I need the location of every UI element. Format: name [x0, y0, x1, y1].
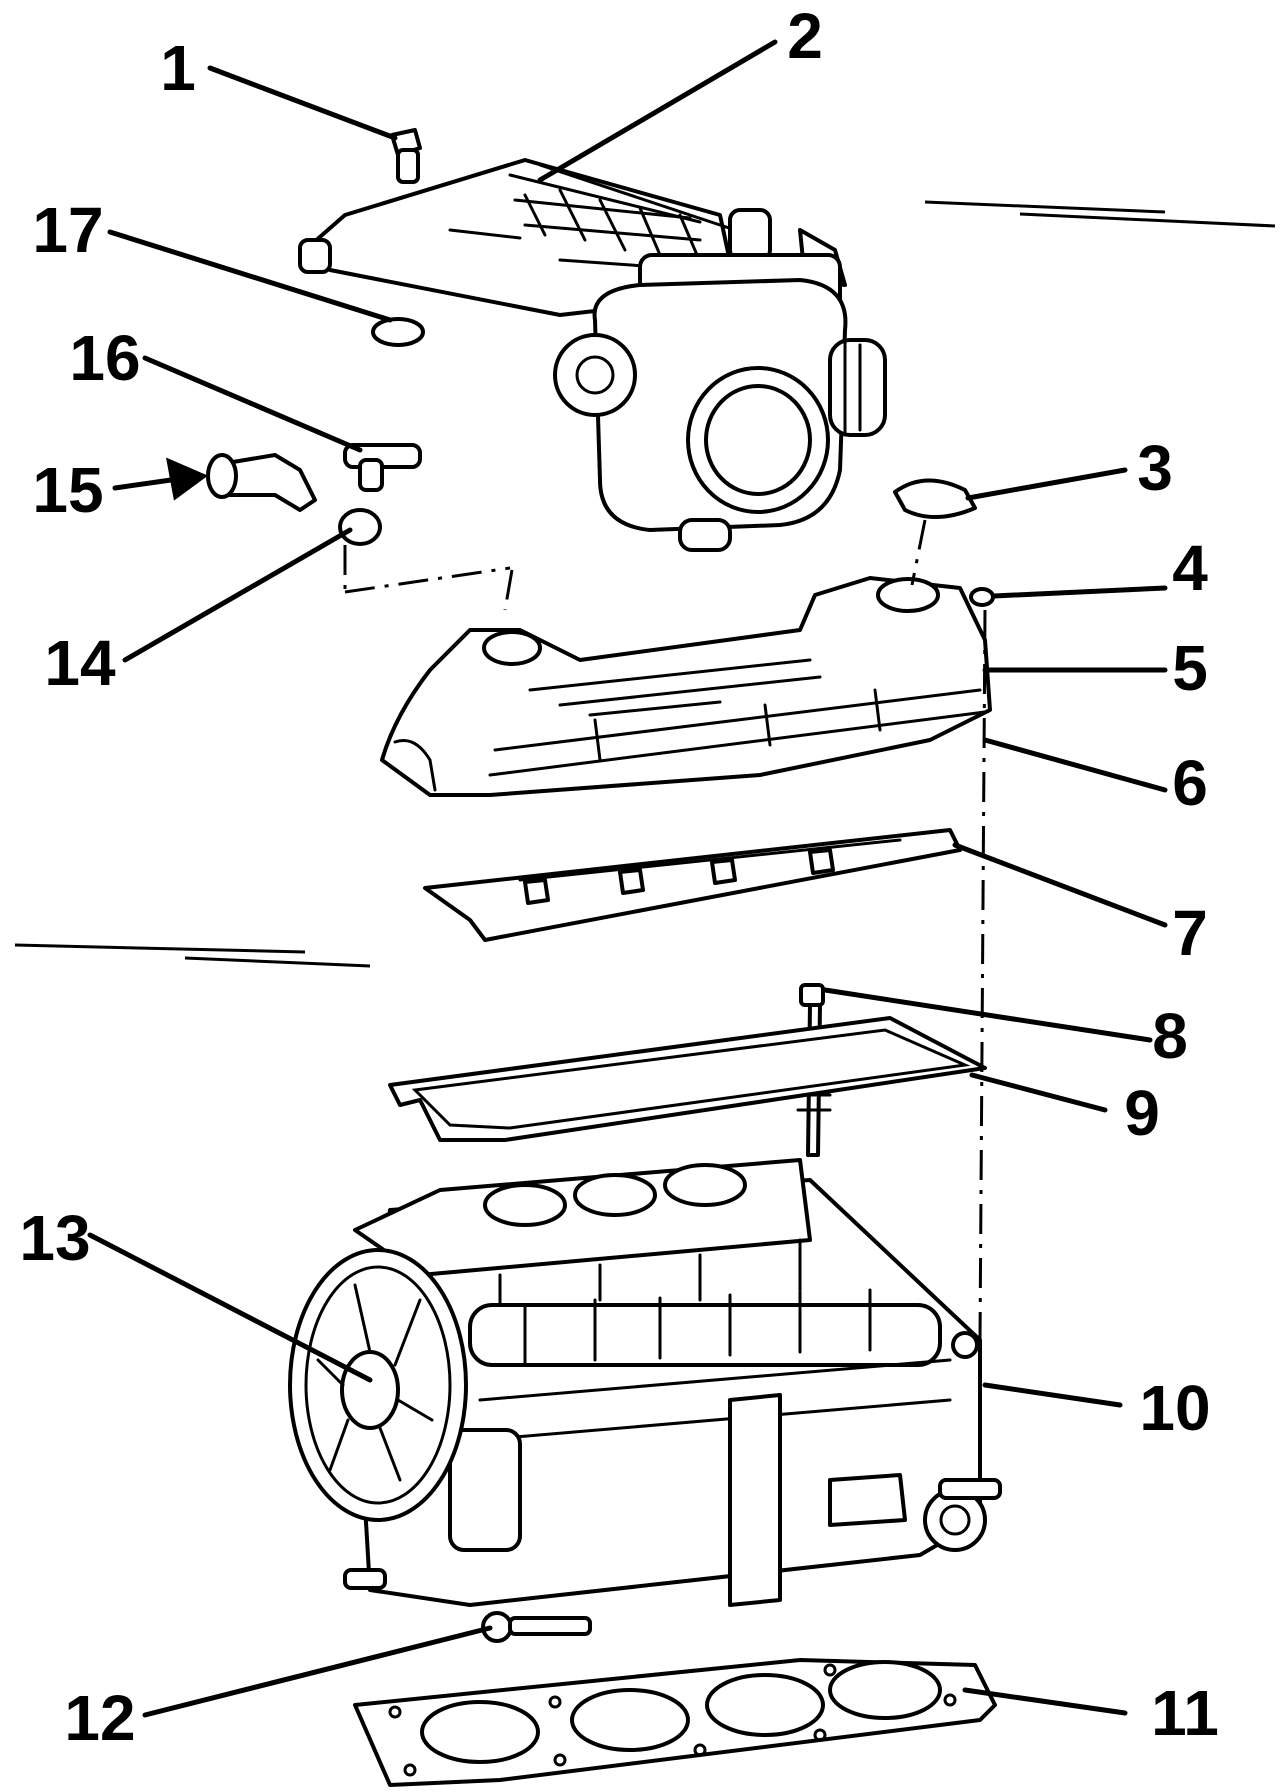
callout-4: 4: [1172, 532, 1208, 604]
callout-12: 12: [64, 1682, 135, 1754]
oil-filler-cap-part: [893, 478, 977, 520]
gasket-part: [388, 1016, 987, 1142]
valve-cover-part: [380, 576, 992, 797]
callout-numbers: 1 2 3 4 5 6 7 8 9 10 11 12 13 14 15 16 1…: [19, 0, 1218, 1754]
t-fitting-part: [343, 443, 422, 492]
small-seal-part: [969, 587, 995, 607]
callout-14: 14: [44, 627, 116, 699]
callout-6: 6: [1172, 747, 1208, 819]
callout-8: 8: [1152, 1000, 1188, 1072]
head-gasket-part: [353, 1658, 997, 1787]
hose-elbow-part: [206, 453, 317, 512]
decorative-rules: [14, 200, 1276, 968]
callout-13: 13: [19, 1202, 90, 1274]
alignment-lines: [343, 519, 987, 1341]
head-bolt-part: [481, 1611, 592, 1643]
callout-7: 7: [1172, 897, 1208, 969]
camshaft-sprocket-part: [288, 1248, 468, 1522]
bolt-part: [390, 128, 422, 184]
callout-1: 1: [160, 32, 196, 104]
callout-17: 17: [32, 194, 103, 266]
cap-part: [338, 508, 382, 546]
callout-11: 11: [1151, 1677, 1219, 1749]
callout-5: 5: [1172, 632, 1208, 704]
intake-manifold-part: [298, 158, 887, 552]
callout-10: 10: [1139, 1372, 1210, 1444]
callout-16: 16: [69, 322, 140, 394]
leader-lines: [87, 39, 1168, 1718]
callout-15: 15: [32, 454, 103, 526]
rail-part: [423, 828, 962, 942]
callout-2: 2: [787, 0, 823, 72]
callout-3: 3: [1137, 432, 1173, 504]
seal-ring-part: [371, 317, 425, 347]
callout-9: 9: [1124, 1077, 1160, 1149]
